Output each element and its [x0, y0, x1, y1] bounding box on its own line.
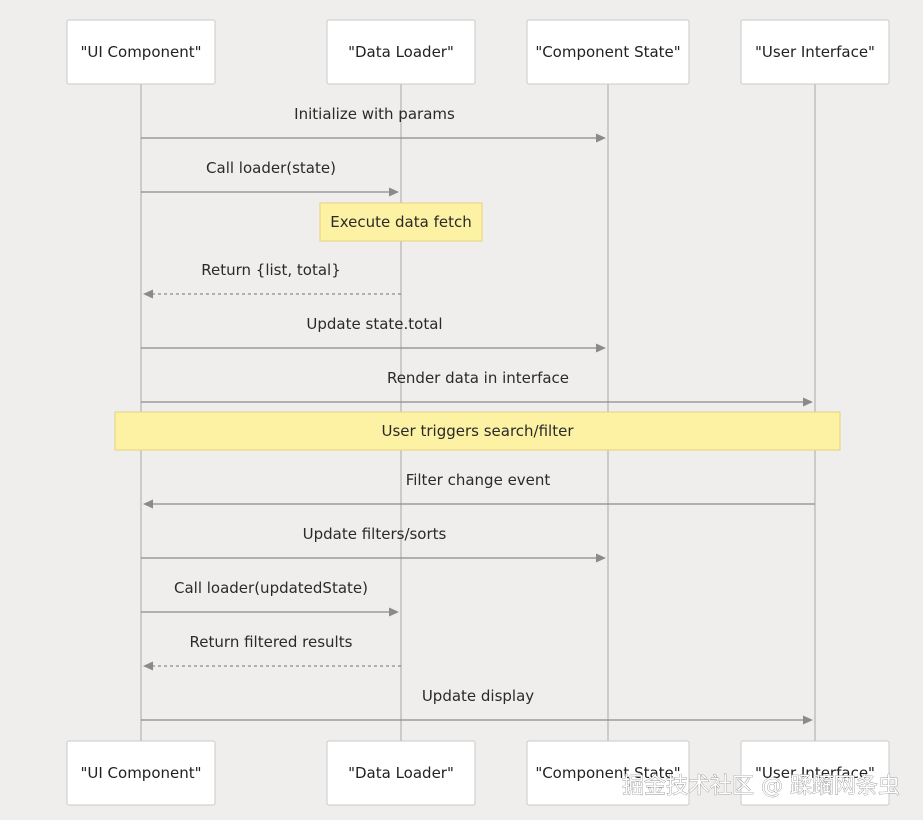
participants-top: "UI Component" "Data Loader" "Component St… — [66, 19, 890, 85]
message: Update state.total — [141, 315, 606, 353]
participant-box — [526, 19, 690, 85]
message-label: Update display — [422, 687, 534, 705]
message: Update display — [141, 687, 813, 725]
message: Return {list, total} — [143, 261, 401, 299]
message: Initialize with params — [141, 105, 606, 143]
arrowhead — [596, 553, 606, 563]
note: Execute data fetch — [319, 202, 483, 242]
participant-top: "Data Loader" — [326, 19, 476, 85]
message-label: Return {list, total} — [201, 261, 341, 279]
message-label: Initialize with params — [294, 105, 455, 123]
participant-label: "UI Component" — [80, 764, 201, 782]
participant-label: "Data Loader" — [348, 764, 454, 782]
participant-bottom: "Component State" — [526, 740, 690, 806]
participant-box — [326, 740, 476, 806]
arrowhead — [803, 397, 813, 407]
participant-label: "UI Component" — [80, 43, 201, 61]
arrowhead — [389, 607, 399, 617]
participant-box — [326, 19, 476, 85]
arrowhead — [143, 661, 153, 671]
note-box — [319, 202, 483, 242]
message: Render data in interface — [141, 369, 813, 407]
participant-box — [526, 740, 690, 806]
arrowhead — [803, 715, 813, 725]
participant-bottom: "UI Component" — [66, 740, 216, 806]
participant-box — [740, 19, 890, 85]
message-label: Return filtered results — [190, 633, 353, 651]
message: Filter change event — [143, 471, 815, 509]
arrowhead — [143, 289, 153, 299]
note-text: User triggers search/filter — [382, 422, 575, 440]
participant-box — [66, 740, 216, 806]
message-label: Call loader(state) — [206, 159, 336, 177]
arrowhead — [389, 187, 399, 197]
message: Return filtered results — [143, 633, 401, 671]
message-label: Update filters/sorts — [303, 525, 447, 543]
message: Update filters/sorts — [141, 525, 606, 563]
message: Call loader(updatedState) — [141, 579, 399, 617]
message: Call loader(state) — [141, 159, 399, 197]
participant-bottom: "Data Loader" — [326, 740, 476, 806]
participant-bottom: "User Interface" — [740, 740, 890, 806]
message-label: Call loader(updatedState) — [174, 579, 368, 597]
participant-label: "Component State" — [535, 43, 680, 61]
participant-label: "Component State" — [535, 764, 680, 782]
participant-top: "UI Component" — [66, 19, 216, 85]
note: User triggers search/filter — [114, 411, 841, 451]
participant-top: "User Interface" — [740, 19, 890, 85]
participant-box — [740, 740, 890, 806]
watermark-text: 掘金技术社区 @ 蹂躏网条虫 — [622, 774, 900, 799]
participants-bottom: "UI Component" "Data Loader" "Component St… — [66, 740, 890, 806]
arrowhead — [596, 133, 606, 143]
message-label: Render data in interface — [387, 369, 569, 387]
participant-label: "Data Loader" — [348, 43, 454, 61]
arrowhead — [596, 343, 606, 353]
participant-label: "User Interface" — [755, 43, 875, 61]
message-label: Update state.total — [306, 315, 442, 333]
note-box — [114, 411, 841, 451]
arrowhead — [143, 499, 153, 509]
message-label: Filter change event — [406, 471, 551, 489]
participant-top: "Component State" — [526, 19, 690, 85]
participant-label: "User Interface" — [755, 764, 875, 782]
note-text: Execute data fetch — [330, 213, 471, 231]
participant-box — [66, 19, 216, 85]
